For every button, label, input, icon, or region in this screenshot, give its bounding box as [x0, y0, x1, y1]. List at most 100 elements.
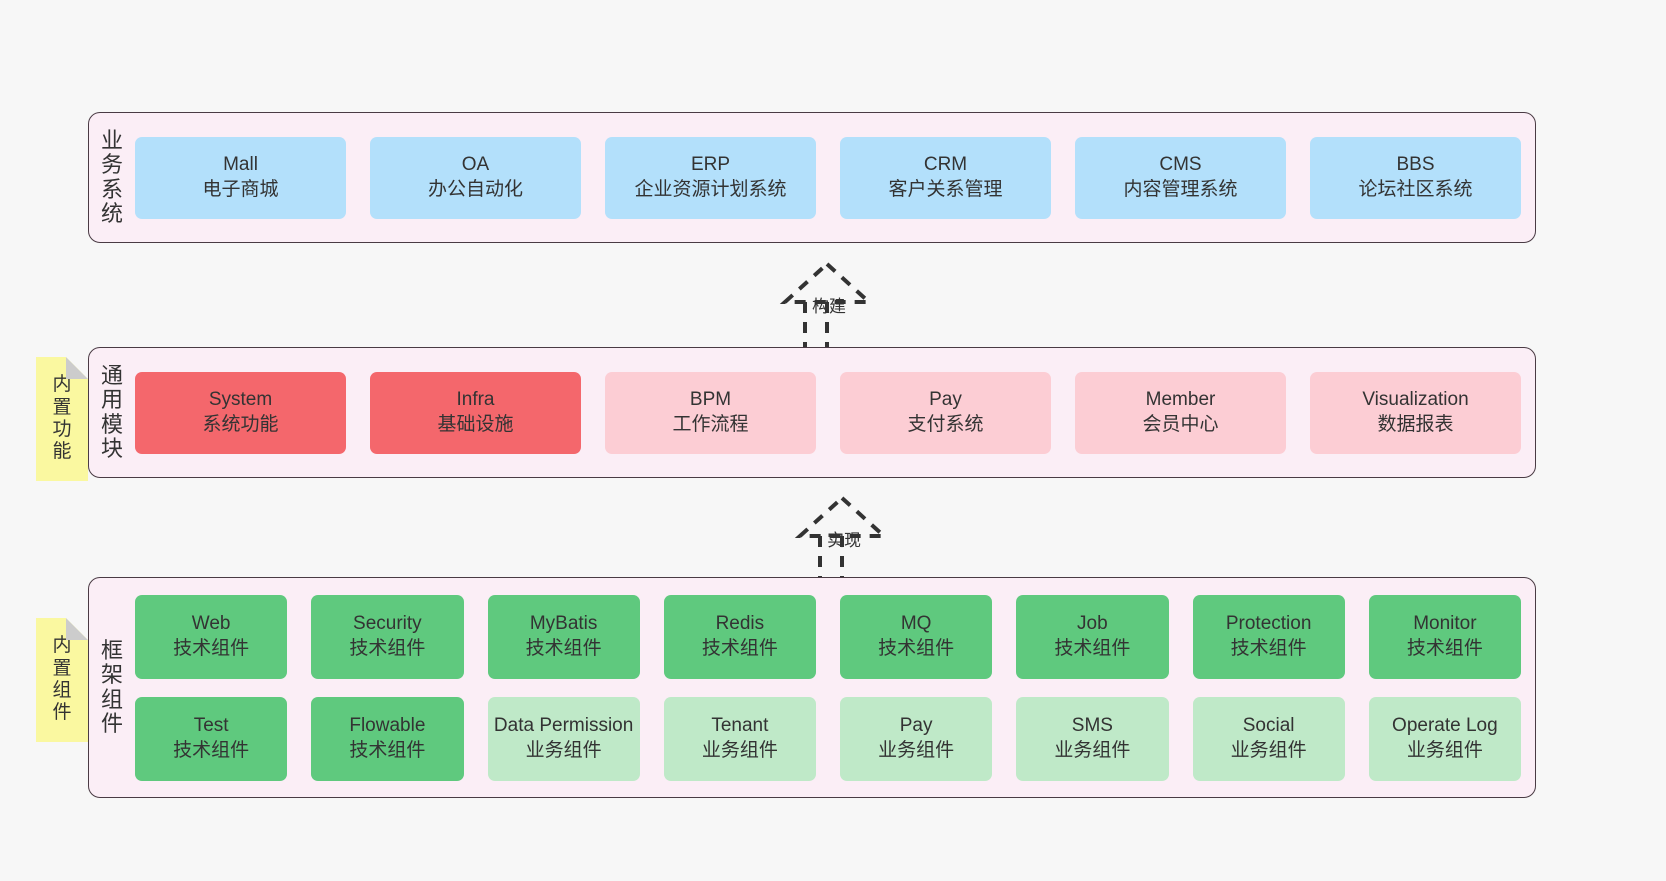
card-data-permission[interactable]: Data Permission 业务组件 — [487, 696, 640, 781]
card-title: Social — [1242, 714, 1295, 736]
layer-title-common-modules: 通 用 模 块 — [89, 348, 135, 477]
title-char: 通 — [100, 363, 123, 389]
note-fold-corner-icon — [66, 618, 88, 640]
note-char: 组 — [52, 680, 72, 701]
card-subtitle: 业务组件 — [525, 739, 602, 761]
card-erp[interactable]: ERP 企业资源计划系统 — [605, 136, 816, 219]
card-subtitle: 数据报表 — [1377, 413, 1454, 435]
card-subtitle: 技术组件 — [1230, 637, 1307, 659]
title-char: 模 — [100, 411, 123, 437]
note-char: 能 — [52, 441, 72, 463]
card-bbs[interactable]: BBS 论坛社区系统 — [1310, 136, 1521, 219]
card-title: Redis — [715, 612, 765, 634]
card-member[interactable]: Member 会员中心 — [1075, 371, 1286, 454]
card-protection[interactable]: Protection 技术组件 — [1192, 594, 1345, 679]
card-subtitle: 技术组件 — [701, 637, 778, 659]
card-title: Tenant — [711, 714, 769, 736]
card-title: Job — [1077, 612, 1108, 634]
card-pay[interactable]: Pay 支付系统 — [840, 371, 1051, 454]
card-subtitle: 技术组件 — [173, 637, 250, 659]
card-test[interactable]: Test 技术组件 — [135, 696, 288, 781]
card-cms[interactable]: CMS 内容管理系统 — [1075, 136, 1286, 219]
card-security[interactable]: Security 技术组件 — [311, 594, 464, 679]
note-builtin-functions: 内 置 功 能 — [36, 357, 88, 481]
card-subtitle: 技术组件 — [878, 637, 955, 659]
card-subtitle: 论坛社区系统 — [1358, 178, 1473, 200]
card-mybatis[interactable]: MyBatis 技术组件 — [487, 594, 640, 679]
card-title: SMS — [1071, 714, 1113, 736]
connector-build-label: 构建 — [812, 297, 846, 316]
card-oa[interactable]: OA 办公自动化 — [370, 136, 581, 219]
card-title: Protection — [1225, 612, 1312, 634]
note-builtin-components: 内 置 组 件 — [36, 618, 88, 742]
card-subtitle: 技术组件 — [1054, 637, 1131, 659]
card-subtitle: 业务组件 — [878, 739, 955, 761]
card-mq[interactable]: MQ 技术组件 — [840, 594, 993, 679]
card-subtitle: 客户关系管理 — [888, 178, 1003, 200]
card-subtitle: 工作流程 — [672, 413, 749, 435]
card-title: System — [208, 388, 273, 410]
card-title: Mall — [223, 153, 258, 175]
note-char: 功 — [52, 419, 72, 440]
card-crm[interactable]: CRM 客户关系管理 — [840, 136, 1051, 219]
card-bpm[interactable]: BPM 工作流程 — [605, 371, 816, 454]
card-subtitle: 电子商城 — [202, 178, 279, 200]
card-subtitle: 业务组件 — [1230, 739, 1307, 761]
card-system[interactable]: System 系统功能 — [135, 371, 346, 454]
card-subtitle: 支付系统 — [907, 413, 984, 435]
card-subtitle: 技术组件 — [349, 637, 426, 659]
card-pay-business[interactable]: Pay 业务组件 — [840, 696, 993, 781]
card-title: Pay — [929, 388, 962, 410]
card-title: Visualization — [1362, 388, 1469, 410]
card-subtitle: 办公自动化 — [427, 178, 523, 200]
layer-common-modules: 通 用 模 块 System 系统功能 Infra 基础设施 BPM 工作流程 — [88, 347, 1536, 478]
card-title: MyBatis — [529, 612, 598, 634]
card-subtitle: 技术组件 — [1406, 637, 1483, 659]
layer-body-common-modules: System 系统功能 Infra 基础设施 BPM 工作流程 Pay 支付系统… — [135, 348, 1535, 477]
card-subtitle: 技术组件 — [349, 739, 426, 761]
title-char: 统 — [100, 200, 123, 226]
title-char: 系 — [100, 176, 123, 202]
card-social[interactable]: Social 业务组件 — [1192, 696, 1345, 781]
note-fold-corner-icon — [66, 357, 88, 379]
card-flowable[interactable]: Flowable 技术组件 — [311, 696, 464, 781]
card-title: Operate Log — [1392, 714, 1498, 736]
card-subtitle: 业务组件 — [1054, 739, 1131, 761]
card-mall[interactable]: Mall 电子商城 — [135, 136, 346, 219]
card-title: CMS — [1159, 153, 1202, 175]
title-char: 用 — [100, 387, 123, 413]
card-row: Mall 电子商城 OA 办公自动化 ERP 企业资源计划系统 CRM 客户关系… — [135, 136, 1521, 219]
note-char: 件 — [52, 702, 72, 724]
layer-business-systems: 业 务 系 统 Mall 电子商城 OA 办公自动化 ERP 企业资源计划系统 — [88, 112, 1536, 243]
card-title: Web — [191, 612, 231, 634]
card-title: Flowable — [349, 714, 426, 736]
card-visualization[interactable]: Visualization 数据报表 — [1310, 371, 1521, 454]
card-job[interactable]: Job 技术组件 — [1016, 594, 1169, 679]
layer-title-business-systems: 业 务 系 统 — [89, 113, 135, 242]
note-char: 内 — [52, 635, 72, 657]
card-subtitle: 业务组件 — [1406, 739, 1483, 761]
card-web[interactable]: Web 技术组件 — [135, 594, 288, 679]
layer-title-framework-components: 框 架 组 件 — [89, 578, 135, 797]
card-infra[interactable]: Infra 基础设施 — [370, 371, 581, 454]
card-title: BPM — [689, 388, 732, 410]
card-operate-log[interactable]: Operate Log 业务组件 — [1368, 696, 1521, 781]
card-monitor[interactable]: Monitor 技术组件 — [1368, 594, 1521, 679]
card-title: MQ — [900, 612, 932, 634]
card-title: CRM — [923, 153, 968, 175]
title-char: 件 — [100, 710, 123, 736]
card-subtitle: 技术组件 — [173, 739, 250, 761]
card-row: Test 技术组件 Flowable 技术组件 Data Permission … — [135, 696, 1521, 781]
card-tenant[interactable]: Tenant 业务组件 — [663, 696, 816, 781]
note-char: 内 — [52, 374, 72, 396]
card-title: Test — [193, 714, 229, 736]
title-char: 架 — [100, 662, 123, 688]
card-subtitle: 系统功能 — [202, 413, 279, 435]
card-redis[interactable]: Redis 技术组件 — [663, 594, 816, 679]
card-row: System 系统功能 Infra 基础设施 BPM 工作流程 Pay 支付系统… — [135, 371, 1521, 454]
layer-body-framework-components: Web 技术组件 Security 技术组件 MyBatis 技术组件 Redi… — [135, 578, 1535, 797]
title-char: 务 — [100, 152, 123, 178]
card-sms[interactable]: SMS 业务组件 — [1016, 696, 1169, 781]
card-subtitle: 会员中心 — [1142, 413, 1219, 435]
card-title: OA — [461, 153, 490, 175]
